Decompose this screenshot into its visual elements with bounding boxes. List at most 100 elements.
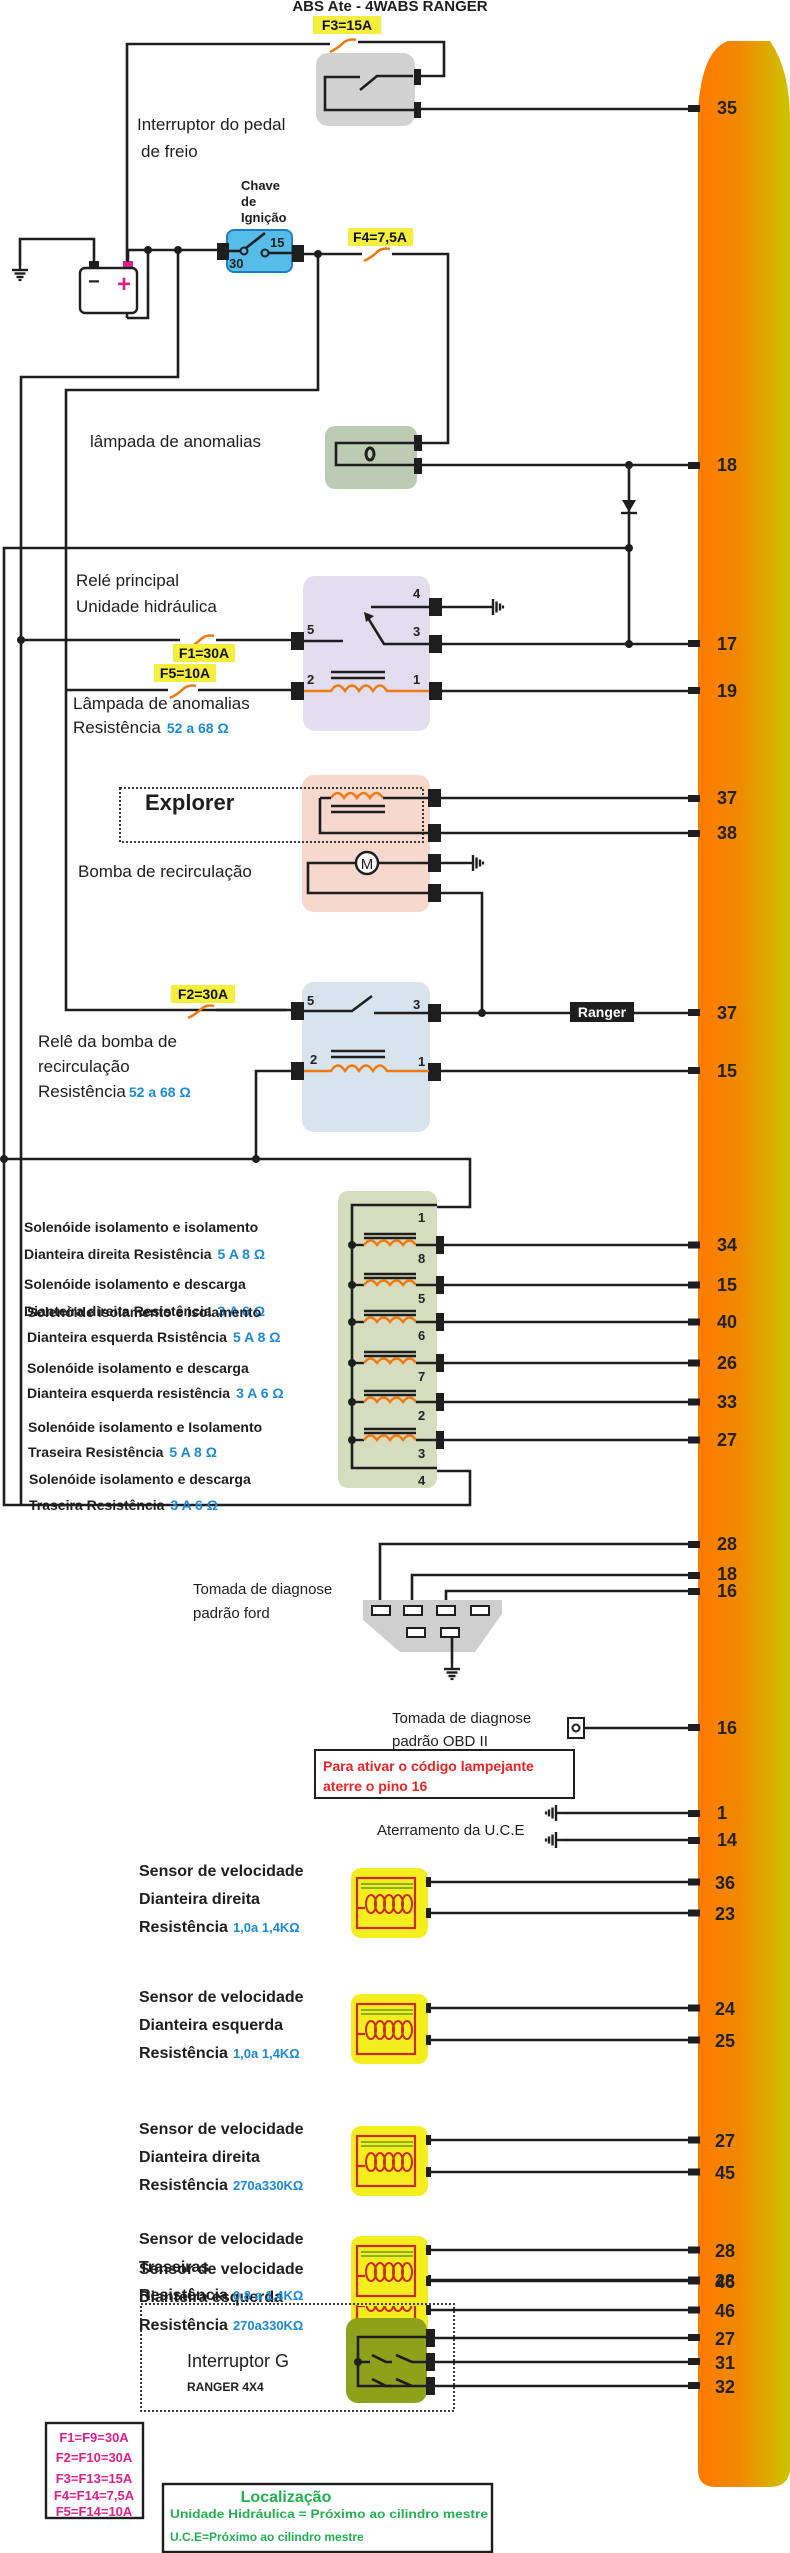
obd-connector-label-2: padrão OBD II [392, 1733, 488, 1750]
pin-27-g: 27 [715, 2329, 735, 2349]
solenoid-resistance-value: 3 A 6 Ω [170, 1497, 218, 1513]
pump-relay-res-label: Resistência [38, 1082, 126, 1101]
g-switch [346, 2318, 427, 2403]
solenoid-label-line1: Solenóide isolamento e descarga [29, 1471, 251, 1487]
main-relay-pin-3: 3 [413, 624, 420, 639]
ecu-pin-27: 27 [715, 2131, 735, 2151]
ecu-pin-27: 27 [717, 1430, 737, 1450]
main-relay-pin-5: 5 [307, 622, 314, 637]
solenoid-pin-number: 3 [418, 1446, 425, 1461]
main-relay-pin-4: 4 [413, 586, 421, 601]
pump-relay-coil-icon [304, 1064, 429, 1074]
fuse-legend-item: F1=F9=30A [59, 2430, 129, 2445]
location-line-1: Unidade Hidráulica = Próximo ao cilindro… [170, 2507, 488, 2521]
ecu-pin-25: 25 [715, 2031, 735, 2051]
diagram-title: ABS Ate - 4WABS RANGER [292, 0, 487, 15]
battery-icon [78, 266, 139, 315]
fuse-f2-label: F2=30A [178, 986, 228, 1002]
fuse-legend-item: F2=F10=30A [56, 2450, 133, 2465]
pin-31: 31 [715, 2353, 735, 2373]
pump-relay-pin-3: 3 [413, 997, 420, 1012]
ignition-label-1: Chave [241, 178, 280, 193]
speed-sensor-label-2: Dianteira direita [139, 2149, 260, 2166]
ecu-connector-bar [698, 41, 790, 2487]
ecu-pin-36: 36 [715, 1873, 735, 1893]
fuse-f1-label-bg [173, 644, 235, 662]
speed-sensor-res-label: Resistência [139, 2287, 228, 2304]
solenoid-block [338, 1191, 437, 1488]
solenoid-pin-number: 2 [418, 1408, 425, 1423]
solenoid-label-text: Traseira Resistência [28, 1444, 164, 1460]
pump-relay-pin-5: 5 [307, 993, 314, 1008]
speed-sensor-res-value: 1,0a 1,4KΩ [233, 1920, 300, 1935]
solenoid-labels: Solenóide isolamento e isolamentoDiantei… [24, 1219, 284, 1513]
ecu-pin-24: 24 [715, 1999, 735, 2019]
pump-relay-label-2: recirculação [38, 1057, 130, 1076]
fuse-f2-label-bg [171, 985, 235, 1003]
pump-relay-res-value: 52 a 68 Ω [129, 1084, 191, 1100]
pump-relay-pin-2: 2 [310, 1052, 317, 1067]
ecu-pin-34: 34 [717, 1235, 737, 1255]
pin-28-ford: 28 [717, 1534, 737, 1554]
brake-pedal-switch-label-2: de freio [141, 142, 198, 161]
fuse-f3-label-bg [313, 16, 381, 34]
speed-sensor-res-label: Resistência [139, 1919, 228, 1936]
explorer-label: Explorer [145, 790, 235, 815]
explorer-dotted-box [119, 787, 424, 843]
main-relay [303, 576, 430, 731]
main-relay-coil-icon [304, 684, 429, 694]
solenoid-label-text: Traseira Resistência [29, 1497, 165, 1513]
fuse-f2-icon [187, 1004, 215, 1020]
location-box [161, 2482, 494, 2553]
flash-code-note [314, 1749, 575, 1799]
speed-sensor-label-1: Sensor de velocidade [139, 1989, 304, 2006]
warning-lamp [325, 426, 417, 489]
fuse-legend-item: F3=F13=15A [56, 2471, 133, 2486]
pin-1: 1 [717, 1803, 727, 1823]
ecu-pin-15: 15 [717, 1275, 737, 1295]
speed-sensor-label-1: Sensor de velocidade [139, 2231, 304, 2248]
solenoid-row: 5 15 [348, 1272, 737, 1306]
main-relay-pin-1: 1 [413, 672, 420, 687]
pin-35: 35 [717, 98, 737, 118]
pump-relay-label-1: Relê da bomba de [38, 1032, 177, 1051]
fuse-f5-icon [169, 684, 197, 700]
ford-connector-label-2: padrão ford [193, 1605, 270, 1622]
solenoid-label-text: Dianteira direita Resistência [24, 1246, 212, 1262]
ecu-pin-26: 26 [717, 1353, 737, 1373]
g-switch-label-2: RANGER 4X4 [187, 2380, 264, 2394]
solenoid-label-line2: Traseira Resistência 3 A 6 Ω [29, 1497, 218, 1513]
solenoid-label-line1: Solenóide isolamento e isolamento [27, 1304, 261, 1320]
explorer-coil-icon [329, 791, 385, 801]
solenoid-row: 834 [348, 1232, 737, 1266]
pin-37-ranger: 37 [717, 1003, 737, 1023]
fuse-legend-item: F4=F14=7,5A [54, 2488, 135, 2503]
solenoid-resistance-value: 3 A 6 Ω [218, 1303, 266, 1319]
solenoid-pin-number: 5 [418, 1291, 425, 1306]
solenoid-label-line1: Solenóide isolamento e descarga [24, 1276, 246, 1292]
obd-connector-icon [567, 1717, 585, 1739]
speed-sensor-label-1: Sensor de velocidade [139, 2261, 304, 2278]
fuse-f5-label: F5=10A [160, 665, 210, 681]
speed-sensor-body [351, 2126, 428, 2196]
fuse-f1-label: F1=30A [179, 645, 229, 661]
solenoid-label-text: Dianteira esquerda Rsistência [27, 1329, 227, 1345]
speed-sensor-label-2: Traseiras [139, 2259, 209, 2276]
speed-sensor-body [351, 1994, 428, 2064]
fuse-f3-label: F3=15A [322, 17, 372, 33]
fuse-f4-label: F4=7,5A [353, 229, 407, 245]
g-switch-label-1: Interruptor G [187, 2351, 289, 2371]
pin-16-ford: 16 [717, 1581, 737, 1601]
